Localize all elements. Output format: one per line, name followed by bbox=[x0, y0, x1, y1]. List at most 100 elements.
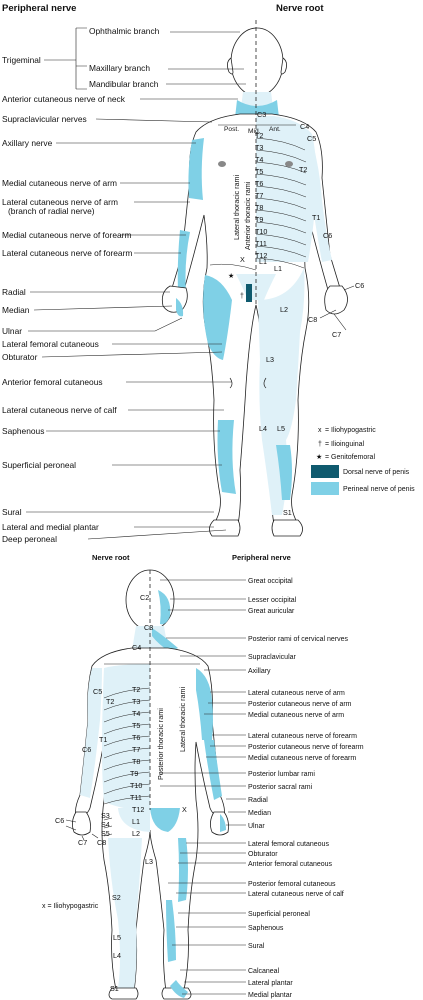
svg-text:Ulnar: Ulnar bbox=[248, 823, 265, 830]
legend-iliohypogastric: = Iliohypogastric bbox=[325, 427, 376, 434]
anterior-view: Peripheral nerve Nerve root bbox=[2, 3, 415, 544]
svg-text:T2: T2 bbox=[132, 685, 140, 694]
svg-text:C6: C6 bbox=[55, 816, 64, 825]
legend-perineal: Perineal nerve of penis bbox=[343, 486, 415, 493]
svg-text:T8: T8 bbox=[255, 203, 263, 212]
svg-text:T2: T2 bbox=[299, 165, 307, 174]
legend-dorsal: Dorsal nerve of penis bbox=[343, 469, 410, 476]
posterior-body-figure bbox=[72, 569, 229, 1000]
svg-text:C3: C3 bbox=[257, 110, 266, 119]
svg-text:Posterior rami of cervical ner: Posterior rami of cervical nerves bbox=[248, 636, 348, 643]
front-leader-lines bbox=[26, 98, 238, 540]
svg-text:L2: L2 bbox=[132, 829, 140, 838]
svg-text:†: † bbox=[240, 293, 244, 300]
back-dermatome-labels: C2 C3 C4 T2 T3 T4 T5 T6 T7 T8 T9 T10 T11… bbox=[55, 593, 187, 993]
svg-text:Anterior femoral cutaneous: Anterior femoral cutaneous bbox=[248, 861, 333, 868]
svg-text:Median: Median bbox=[248, 810, 271, 817]
svg-text:Lateral cutaneous nerve of arm: Lateral cutaneous nerve of arm bbox=[248, 690, 345, 697]
svg-text:C5: C5 bbox=[93, 687, 102, 696]
svg-text:T6: T6 bbox=[255, 179, 263, 188]
svg-text:L1: L1 bbox=[259, 257, 267, 266]
label-superficial-peroneal: Superficial peroneal bbox=[2, 460, 76, 470]
svg-text:S2: S2 bbox=[112, 893, 121, 902]
label-lateral-cutaneous-forearm: Lateral cutaneous nerve of forearm bbox=[2, 248, 132, 258]
svg-text:Medial cutaneous nerve of fore: Medial cutaneous nerve of forearm bbox=[248, 755, 356, 762]
svg-text:S1: S1 bbox=[110, 984, 119, 993]
front-left-labels: Anterior cutaneous nerve of neck Supracl… bbox=[2, 94, 132, 544]
legend-sym-star: ★ bbox=[316, 453, 322, 461]
svg-text:L4: L4 bbox=[259, 424, 267, 433]
svg-text:C8: C8 bbox=[97, 838, 106, 847]
svg-text:T7: T7 bbox=[255, 191, 263, 200]
svg-text:T9: T9 bbox=[255, 215, 263, 224]
label-saphenous: Saphenous bbox=[2, 426, 44, 436]
label-medial-cutaneous-forearm: Medial cutaneous nerve of forearm bbox=[2, 230, 131, 240]
svg-text:T1: T1 bbox=[312, 213, 320, 222]
swatch-dorsal bbox=[311, 465, 339, 478]
svg-text:Obturator: Obturator bbox=[248, 851, 278, 858]
svg-text:Saphenous: Saphenous bbox=[248, 925, 284, 932]
label-ulnar: Ulnar bbox=[2, 326, 22, 336]
front-header-right: Nerve root bbox=[276, 3, 324, 14]
front-dermatome-labels: C3 C4 C5 T2 T3 T4 T5 T6 T7 T8 T9 T10 T11… bbox=[240, 110, 364, 517]
label-obturator: Obturator bbox=[2, 352, 38, 362]
svg-text:Sural: Sural bbox=[248, 943, 265, 950]
svg-text:C3: C3 bbox=[144, 623, 153, 632]
svg-text:Axillary: Axillary bbox=[248, 668, 271, 675]
svg-text:T5: T5 bbox=[255, 167, 263, 176]
trunk-mid: Mid. bbox=[248, 128, 261, 135]
svg-text:Medial plantar: Medial plantar bbox=[248, 992, 293, 999]
label-lateral-femoral-cutaneous: Lateral femoral cutaneous bbox=[2, 339, 99, 349]
svg-text:Lesser occipital: Lesser occipital bbox=[248, 597, 297, 604]
label-deep-peroneal: Deep peroneal bbox=[2, 534, 57, 544]
label-axillary: Axillary nerve bbox=[2, 138, 53, 148]
svg-text:L3: L3 bbox=[145, 857, 153, 866]
svg-text:T2: T2 bbox=[255, 131, 263, 140]
trunk-ant: Ant. bbox=[269, 126, 281, 133]
label-radial: Radial bbox=[2, 287, 26, 297]
svg-text:Lateral cutaneous nerve of for: Lateral cutaneous nerve of forearm bbox=[248, 733, 357, 740]
svg-text:Posterior cutaneous nerve of a: Posterior cutaneous nerve of arm bbox=[248, 701, 352, 708]
svg-text:T5: T5 bbox=[132, 721, 140, 730]
front-header-left: Peripheral nerve bbox=[2, 3, 76, 14]
legend-ilioinguinal: = Ilioinguinal bbox=[325, 441, 365, 448]
svg-text:Posterior lumbar rami: Posterior lumbar rami bbox=[248, 771, 315, 778]
svg-text:L4: L4 bbox=[113, 951, 121, 960]
svg-text:C7: C7 bbox=[332, 330, 341, 339]
svg-text:C6: C6 bbox=[355, 281, 364, 290]
back-leader-lines bbox=[160, 579, 246, 995]
label-mandibular: Mandibular branch bbox=[89, 79, 159, 89]
svg-text:C6: C6 bbox=[82, 745, 91, 754]
anterior-body-figure bbox=[161, 20, 348, 537]
svg-text:Superficial peroneal: Superficial peroneal bbox=[248, 911, 310, 918]
label-supraclavicular: Supraclavicular nerves bbox=[2, 114, 87, 124]
svg-text:Lateral plantar: Lateral plantar bbox=[248, 980, 293, 987]
label-lateral-cutaneous-arm: Lateral cutaneous nerve of arm bbox=[2, 197, 118, 207]
svg-text:T12: T12 bbox=[132, 805, 144, 814]
back-header-left: Nerve root bbox=[92, 553, 130, 562]
back-lateral-thoracic-rami: Lateral thoracic rami bbox=[178, 686, 187, 752]
swatch-perineal bbox=[311, 482, 339, 495]
svg-text:L2: L2 bbox=[280, 305, 288, 314]
legend-genitofemoral: = Genitofemoral bbox=[325, 454, 375, 461]
svg-text:T2: T2 bbox=[106, 697, 114, 706]
svg-text:S5: S5 bbox=[101, 829, 110, 838]
svg-text:S1: S1 bbox=[283, 508, 292, 517]
label-median: Median bbox=[2, 305, 30, 315]
label-lateral-medial-plantar: Lateral and medial plantar bbox=[2, 522, 99, 532]
svg-text:X: X bbox=[240, 255, 245, 264]
svg-text:Lateral femoral cutaneous: Lateral femoral cutaneous bbox=[248, 841, 329, 848]
legend-sym-x: x bbox=[318, 427, 322, 434]
legend-sym-dagger: † bbox=[318, 441, 322, 448]
svg-text:T1: T1 bbox=[99, 735, 107, 744]
label-sural: Sural bbox=[2, 507, 22, 517]
front-anterior-thoracic-rami: Anterior thoracic rami bbox=[243, 181, 252, 250]
svg-text:Great auricular: Great auricular bbox=[248, 608, 295, 615]
back-right-labels: Great occipital Lesser occipital Great a… bbox=[248, 578, 364, 999]
svg-text:T8: T8 bbox=[132, 757, 140, 766]
svg-text:T3: T3 bbox=[255, 143, 263, 152]
svg-text:Posterior cutaneous nerve of f: Posterior cutaneous nerve of forearm bbox=[248, 744, 364, 751]
svg-text:S4: S4 bbox=[101, 820, 110, 829]
label-ophthalmic: Ophthalmic branch bbox=[89, 26, 160, 36]
